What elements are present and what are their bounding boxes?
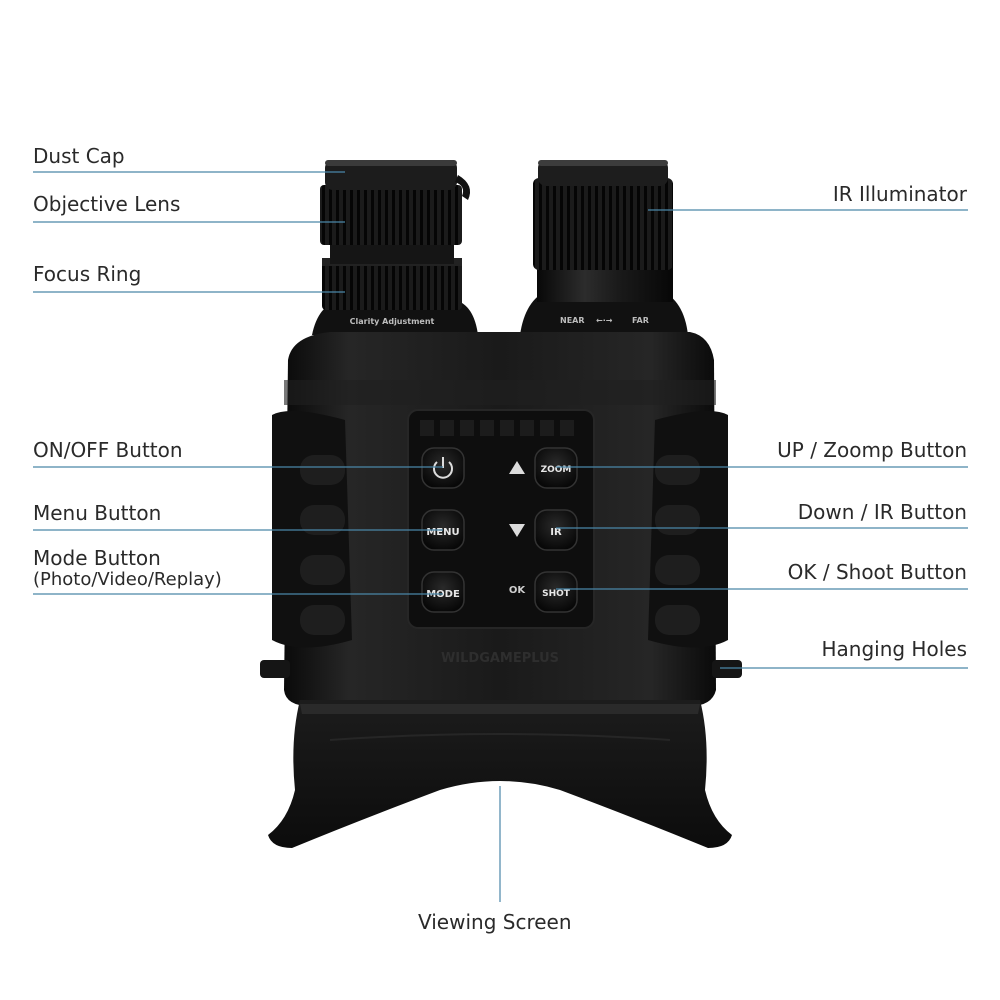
clarity-adjustment-text: Clarity Adjustment xyxy=(350,317,435,326)
objective-lens xyxy=(320,185,462,245)
shot-button[interactable]: SHOT xyxy=(534,571,578,613)
label-focus-ring: Focus Ring xyxy=(33,262,142,286)
brand-text: WILDGAMEPLUS xyxy=(441,651,559,666)
right-barrel: NEAR ←·→ FAR xyxy=(520,160,688,335)
shot-button-label: SHOT xyxy=(542,589,571,599)
label-mode-button-sub: (Photo/Video/Replay) xyxy=(33,569,222,590)
svg-text:←·→: ←·→ xyxy=(596,316,613,325)
hanging-hole-right xyxy=(712,660,742,678)
label-objective-lens: Objective Lens xyxy=(33,192,181,216)
label-dust-cap: Dust Cap xyxy=(33,144,125,168)
label-menu-button: Menu Button xyxy=(33,501,162,525)
near-text: NEAR xyxy=(560,316,585,325)
mode-button-label: MODE xyxy=(426,589,460,600)
hanging-hole-left xyxy=(260,660,290,678)
label-hanging-holes: Hanging Holes xyxy=(821,637,967,661)
label-on-off-button: ON/OFF Button xyxy=(33,438,183,462)
dust-cap xyxy=(325,160,457,190)
up-arrow-icon xyxy=(509,461,525,474)
ir-illuminator xyxy=(533,178,673,270)
down-arrow-icon xyxy=(509,524,525,537)
zoom-button[interactable]: ZOOM xyxy=(534,447,578,489)
label-up-zoom-button: UP / Zoomp Button xyxy=(777,438,967,462)
power-button[interactable] xyxy=(421,447,465,489)
leader-lines xyxy=(33,171,968,902)
focus-ring xyxy=(322,262,462,310)
ok-text: OK xyxy=(509,585,527,596)
label-ok-shoot-button: OK / Shoot Button xyxy=(787,560,967,584)
mode-button[interactable]: MODE xyxy=(421,571,465,613)
label-down-ir-button: Down / IR Button xyxy=(797,500,967,524)
label-mode-button: Mode Button xyxy=(33,546,161,570)
left-barrel: Clarity Adjustment xyxy=(312,160,478,335)
label-viewing-screen: Viewing Screen xyxy=(418,910,572,934)
ir-button-label: IR xyxy=(550,527,562,538)
viewing-screen-hood xyxy=(268,700,732,848)
menu-button-label: MENU xyxy=(426,527,459,538)
far-text: FAR xyxy=(632,316,649,325)
zoom-button-label: ZOOM xyxy=(541,465,572,475)
ir-button[interactable]: IR xyxy=(534,509,578,551)
main-body: WILDGAMEPLUS xyxy=(260,332,742,706)
label-ir-illuminator: IR Illuminator xyxy=(832,182,967,206)
